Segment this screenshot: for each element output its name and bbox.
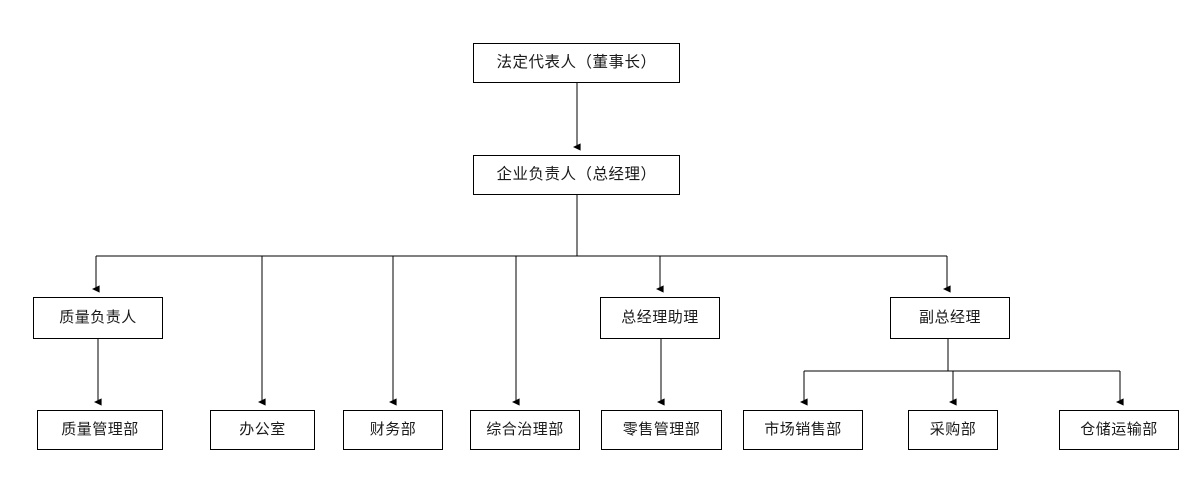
node-market-sales-dept[interactable]: 市场销售部 <box>743 410 863 450</box>
node-label: 质量管理部 <box>61 421 139 438</box>
node-quality-responsible-person[interactable]: 质量负责人 <box>33 297 163 339</box>
node-label: 仓储运输部 <box>1080 421 1158 438</box>
node-retail-management-dept[interactable]: 零售管理部 <box>601 410 722 450</box>
node-label: 零售管理部 <box>622 421 701 438</box>
node-label: 采购部 <box>929 421 977 438</box>
node-general-manager-assistant[interactable]: 总经理助理 <box>600 297 720 339</box>
node-vice-general-manager[interactable]: 副总经理 <box>890 297 1010 339</box>
node-label: 综合治理部 <box>486 421 564 438</box>
node-label: 法定代表人（董事长） <box>496 54 657 72</box>
node-general-governance-dept[interactable]: 综合治理部 <box>470 410 580 450</box>
node-enterprise-head-general-manager[interactable]: 企业负责人（总经理） <box>473 155 680 195</box>
node-label: 财务部 <box>369 421 417 438</box>
node-label: 企业负责人（总经理） <box>496 166 657 184</box>
node-label: 质量负责人 <box>59 309 137 326</box>
node-office[interactable]: 办公室 <box>210 410 315 450</box>
node-quality-management-dept[interactable]: 质量管理部 <box>37 410 163 450</box>
node-finance-dept[interactable]: 财务部 <box>343 410 443 450</box>
node-purchasing-dept[interactable]: 采购部 <box>908 410 998 450</box>
node-label: 总经理助理 <box>621 309 699 326</box>
node-label: 副总经理 <box>918 309 981 326</box>
node-legal-representative-chairman[interactable]: 法定代表人（董事长） <box>473 43 680 83</box>
node-label: 办公室 <box>239 421 286 438</box>
node-label: 市场销售部 <box>764 421 842 438</box>
node-warehouse-transport-dept[interactable]: 仓储运输部 <box>1059 410 1179 450</box>
